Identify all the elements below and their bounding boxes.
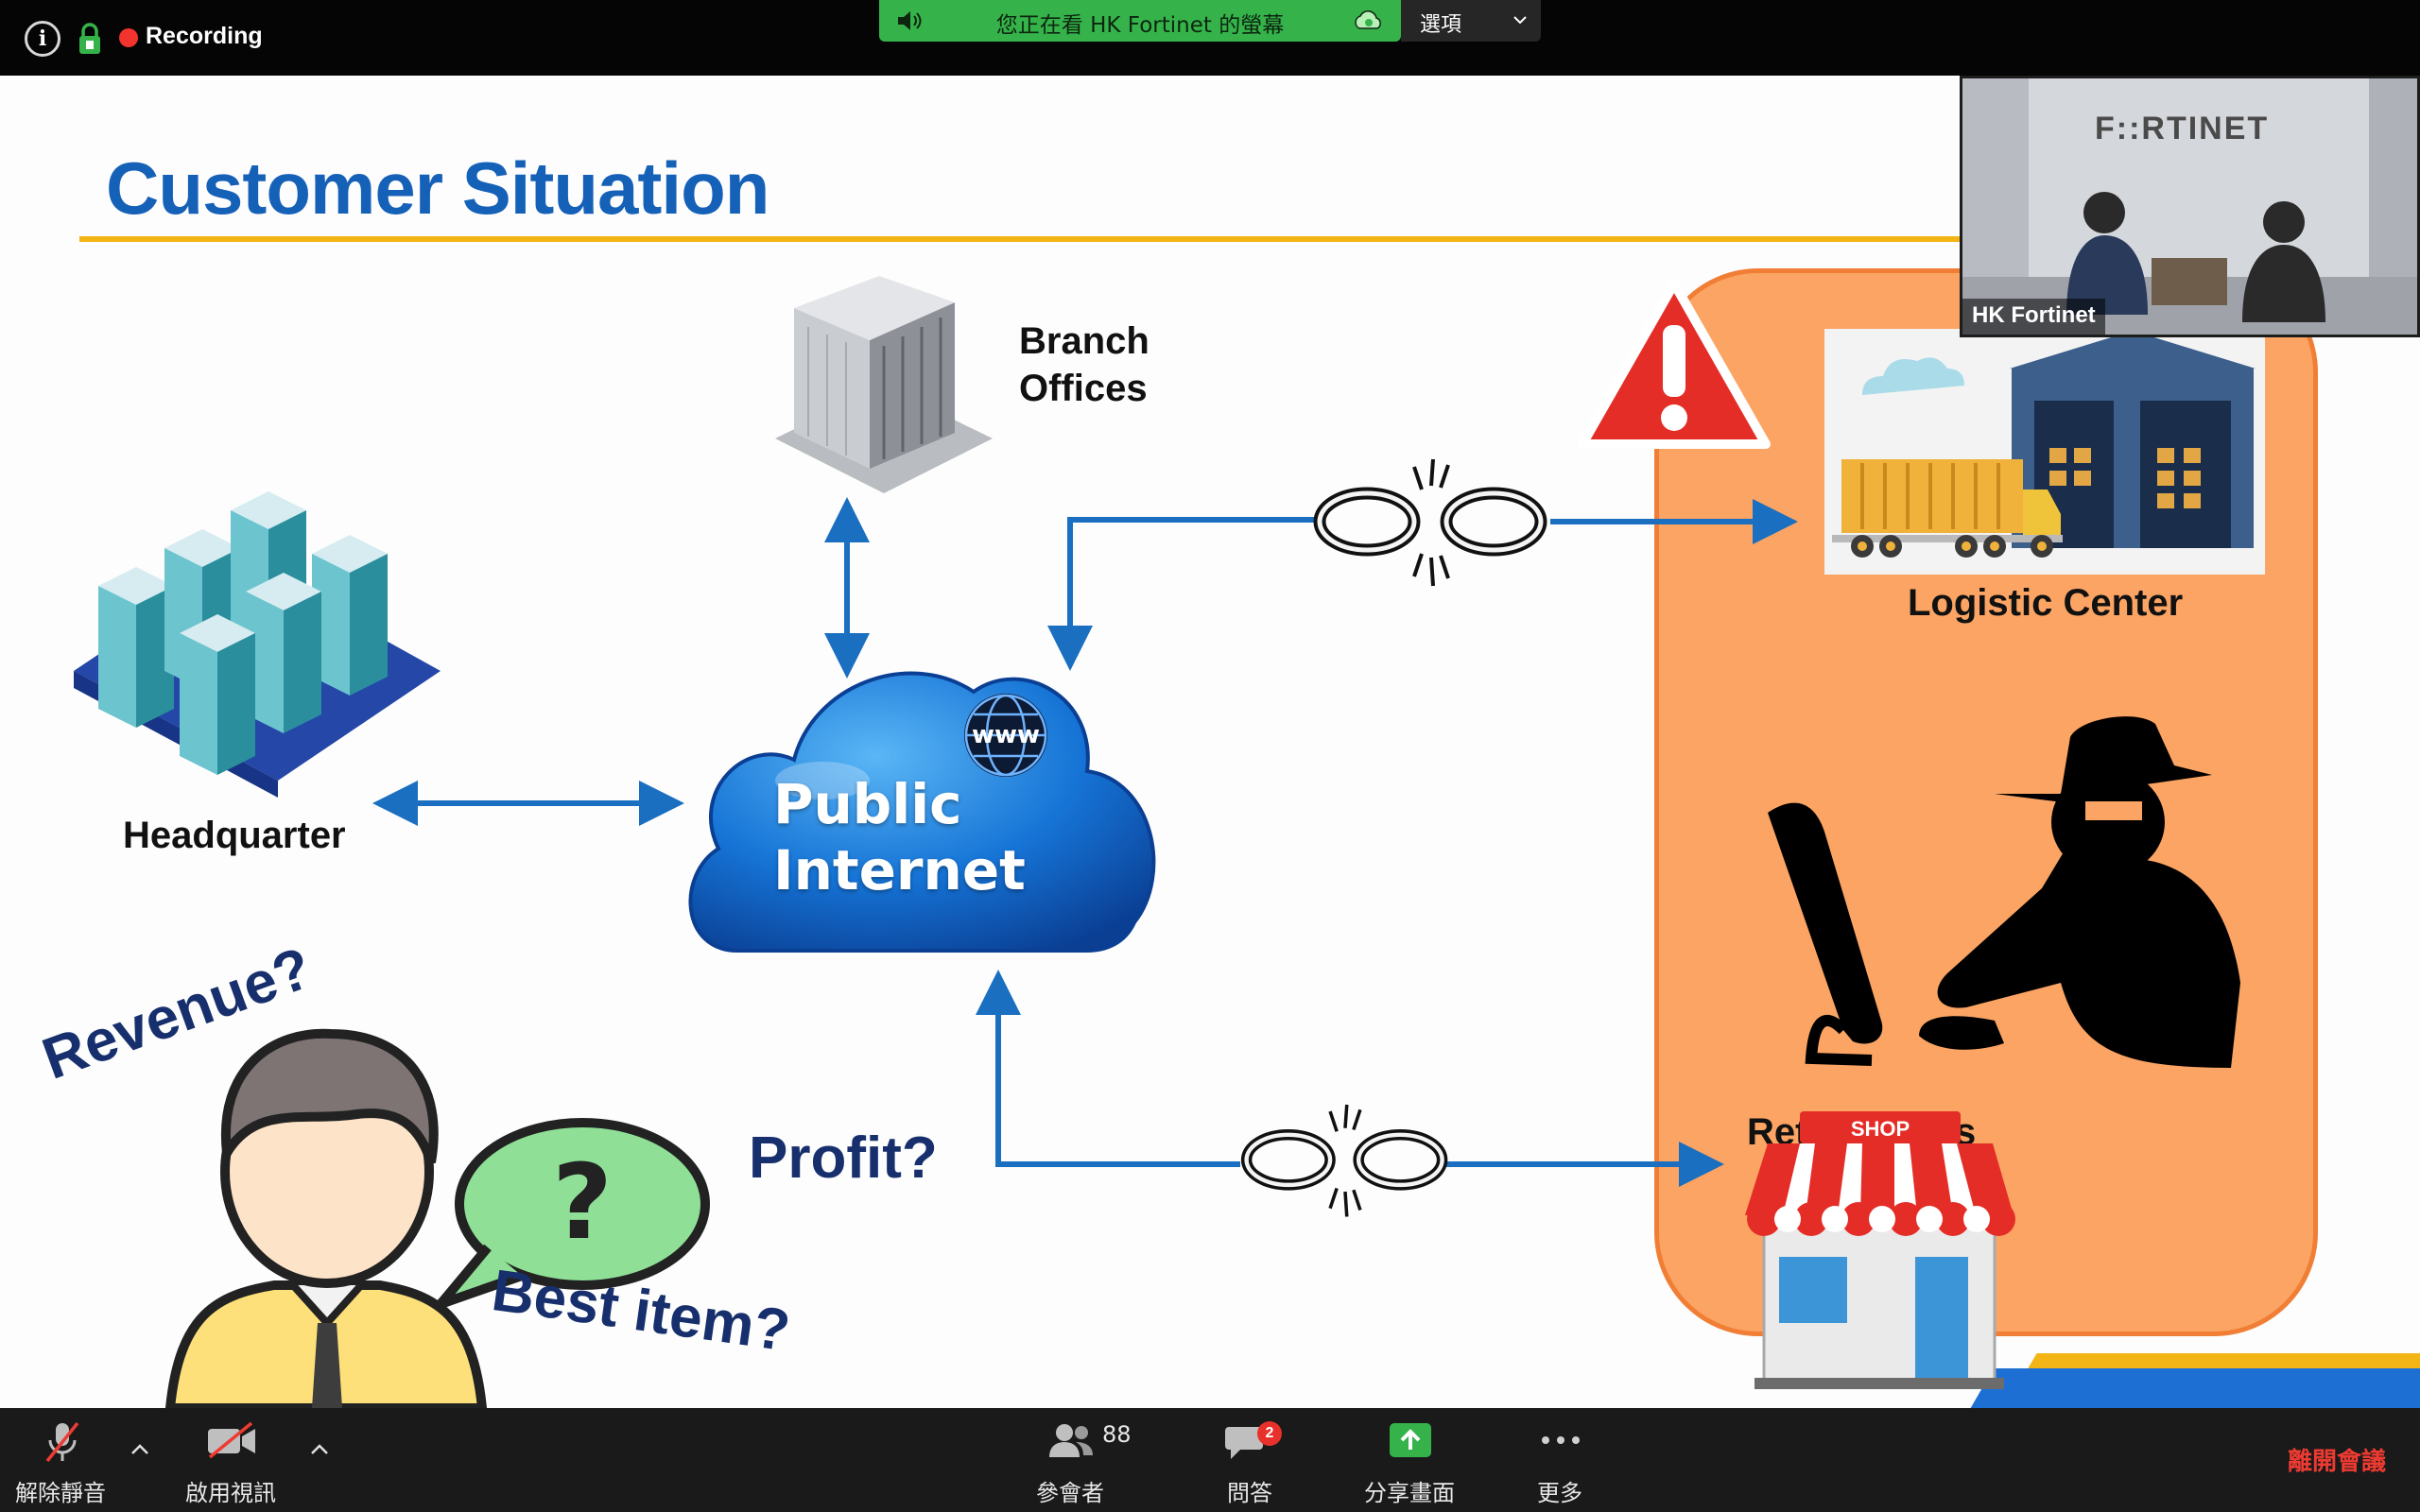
logistic-center-icon: [1824, 329, 2265, 575]
cloud-label-line1: Public: [773, 772, 962, 836]
question-mark: ?: [552, 1142, 613, 1263]
video-options-chevron-up-icon[interactable]: [308, 1442, 331, 1457]
arrow-retail-to-cloud: [976, 970, 1240, 1167]
leave-meeting-button[interactable]: 離開會議: [2288, 1448, 2387, 1476]
warning-icon: [1578, 279, 1771, 449]
participants-count: 88: [1102, 1421, 1132, 1448]
more-label: 更多: [1537, 1480, 1582, 1506]
recording-indicator-icon: [119, 28, 138, 47]
speaker-icon: [898, 11, 922, 30]
audio-options-chevron-up-icon[interactable]: [129, 1442, 151, 1457]
arrow-logistic-to-cloud: [1047, 517, 1316, 671]
fortinet-logo: F::RTINET: [2095, 111, 2270, 146]
video-feed-image: [1962, 78, 2417, 335]
shared-screen-slide: Customer Situation Branch Offices: [0, 76, 2420, 1408]
more-button[interactable]: 更多: [1512, 1408, 1607, 1512]
recording-label: Recording: [146, 23, 263, 49]
qa-chat-icon: [1225, 1427, 1263, 1459]
start-video-button[interactable]: 啟用視訊: [178, 1408, 284, 1512]
branch-label-line2: Offices: [1019, 368, 1148, 409]
network-arrows: [372, 497, 1798, 1187]
question-bubble-icon: ?: [436, 1118, 710, 1309]
video-camera-off-icon: [208, 1421, 255, 1459]
unmute-label: 解除靜音: [15, 1480, 106, 1506]
retail-shop-icon: SHOP: [1745, 1111, 2015, 1389]
www-globe-icon: www: [964, 694, 1047, 777]
meeting-info-icon[interactable]: i: [25, 21, 60, 57]
meeting-top-bar: i Recording 您正在看 HK Fortinet 的螢幕 選項: [0, 0, 2420, 76]
unmute-button[interactable]: 解除靜音: [8, 1408, 113, 1512]
view-options-button[interactable]: 選項: [1401, 0, 1541, 42]
broken-chain-icon: [1313, 458, 1547, 587]
logistic-center-label: Logistic Center: [1908, 582, 2184, 624]
share-screen-label: 分享畫面: [1364, 1480, 1455, 1506]
participants-button[interactable]: 參會者: [1023, 1408, 1117, 1512]
shop-sign-label: SHOP: [1851, 1117, 1910, 1141]
branch-offices-label: Branch Offices: [1019, 318, 1150, 412]
screen-share-status: 您正在看 HK Fortinet 的螢幕: [995, 13, 1285, 38]
more-options-icon: [1542, 1436, 1580, 1444]
encryption-lock-icon[interactable]: [78, 23, 102, 55]
profit-question: Profit?: [749, 1125, 938, 1191]
branch-building-icon: [775, 276, 993, 493]
qa-button[interactable]: 問答: [1202, 1408, 1297, 1512]
headquarter-servers-icon: [74, 491, 441, 798]
screen-share-banner: 您正在看 HK Fortinet 的螢幕: [879, 0, 1401, 42]
view-options-label: 選項: [1420, 13, 1462, 37]
chevron-down-icon: [1513, 16, 1527, 25]
branch-label-line1: Branch: [1019, 320, 1150, 362]
meeting-controls-toolbar: 解除靜音 啟用視訊 參會者 88 問答 2: [0, 1408, 2420, 1512]
hacker-icon: [1768, 716, 2240, 1068]
share-screen-button[interactable]: 分享畫面: [1357, 1408, 1461, 1512]
start-video-label: 啟用視訊: [185, 1480, 276, 1506]
cloud-connection-icon: [1355, 10, 1381, 29]
microphone-muted-icon: [45, 1421, 79, 1463]
cloud-label-line2: Internet: [773, 838, 1026, 902]
participants-icon: [1049, 1424, 1093, 1457]
qa-label: 問答: [1227, 1480, 1272, 1506]
confused-person-icon: [164, 1028, 488, 1408]
title-underline: [79, 236, 1970, 242]
headquarter-label: Headquarter: [123, 815, 346, 856]
participant-name-label: HK Fortinet: [1962, 299, 2105, 335]
broken-chain-icon: [1240, 1104, 1448, 1217]
slide-title: Customer Situation: [106, 146, 769, 230]
participant-video-tile[interactable]: F::RTINET HK Fortinet: [1960, 76, 2420, 337]
public-internet-label: Public Internet: [773, 771, 1026, 903]
www-label: www: [972, 721, 1040, 749]
participants-label: 參會者: [1036, 1480, 1104, 1506]
qa-notification-badge: 2: [1257, 1421, 1282, 1446]
share-screen-icon: [1390, 1423, 1431, 1457]
